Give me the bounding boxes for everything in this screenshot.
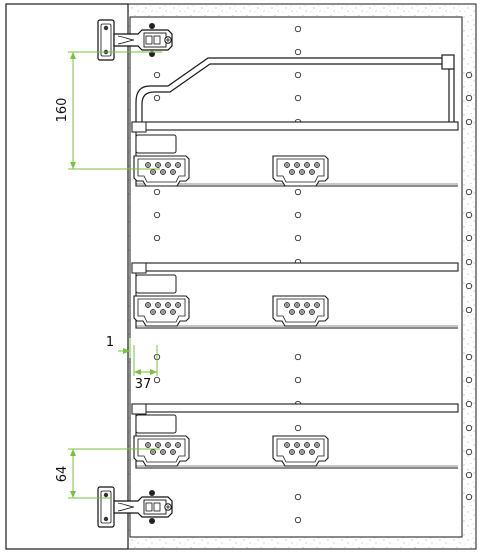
runner-bracket-icon bbox=[133, 435, 190, 467]
dimension-64-label: 64 bbox=[55, 466, 70, 483]
drawer-3-front-clip bbox=[135, 414, 177, 434]
runner-bracket-icon bbox=[133, 295, 190, 327]
dimension-37-label: 37 bbox=[135, 377, 152, 392]
runner-bracket-icon bbox=[272, 155, 329, 187]
drawer-2 bbox=[131, 262, 459, 329]
dimension-160-label: 160 bbox=[55, 98, 70, 123]
drawer-1-front-clip bbox=[135, 134, 177, 154]
runner-bracket-icon bbox=[272, 295, 329, 327]
door-panel bbox=[5, 3, 129, 550]
dimension-lines bbox=[68, 51, 162, 499]
runner-bracket-icon bbox=[133, 155, 190, 187]
dimension-1-label: 1 bbox=[106, 335, 114, 350]
drawer-2-front-clip bbox=[135, 274, 177, 294]
drawer-1 bbox=[131, 121, 459, 187]
gallery-rail bbox=[135, 54, 455, 124]
drawer-3 bbox=[131, 403, 459, 469]
dimension-arrows bbox=[70, 52, 157, 498]
runner-bracket-icon bbox=[272, 435, 329, 467]
